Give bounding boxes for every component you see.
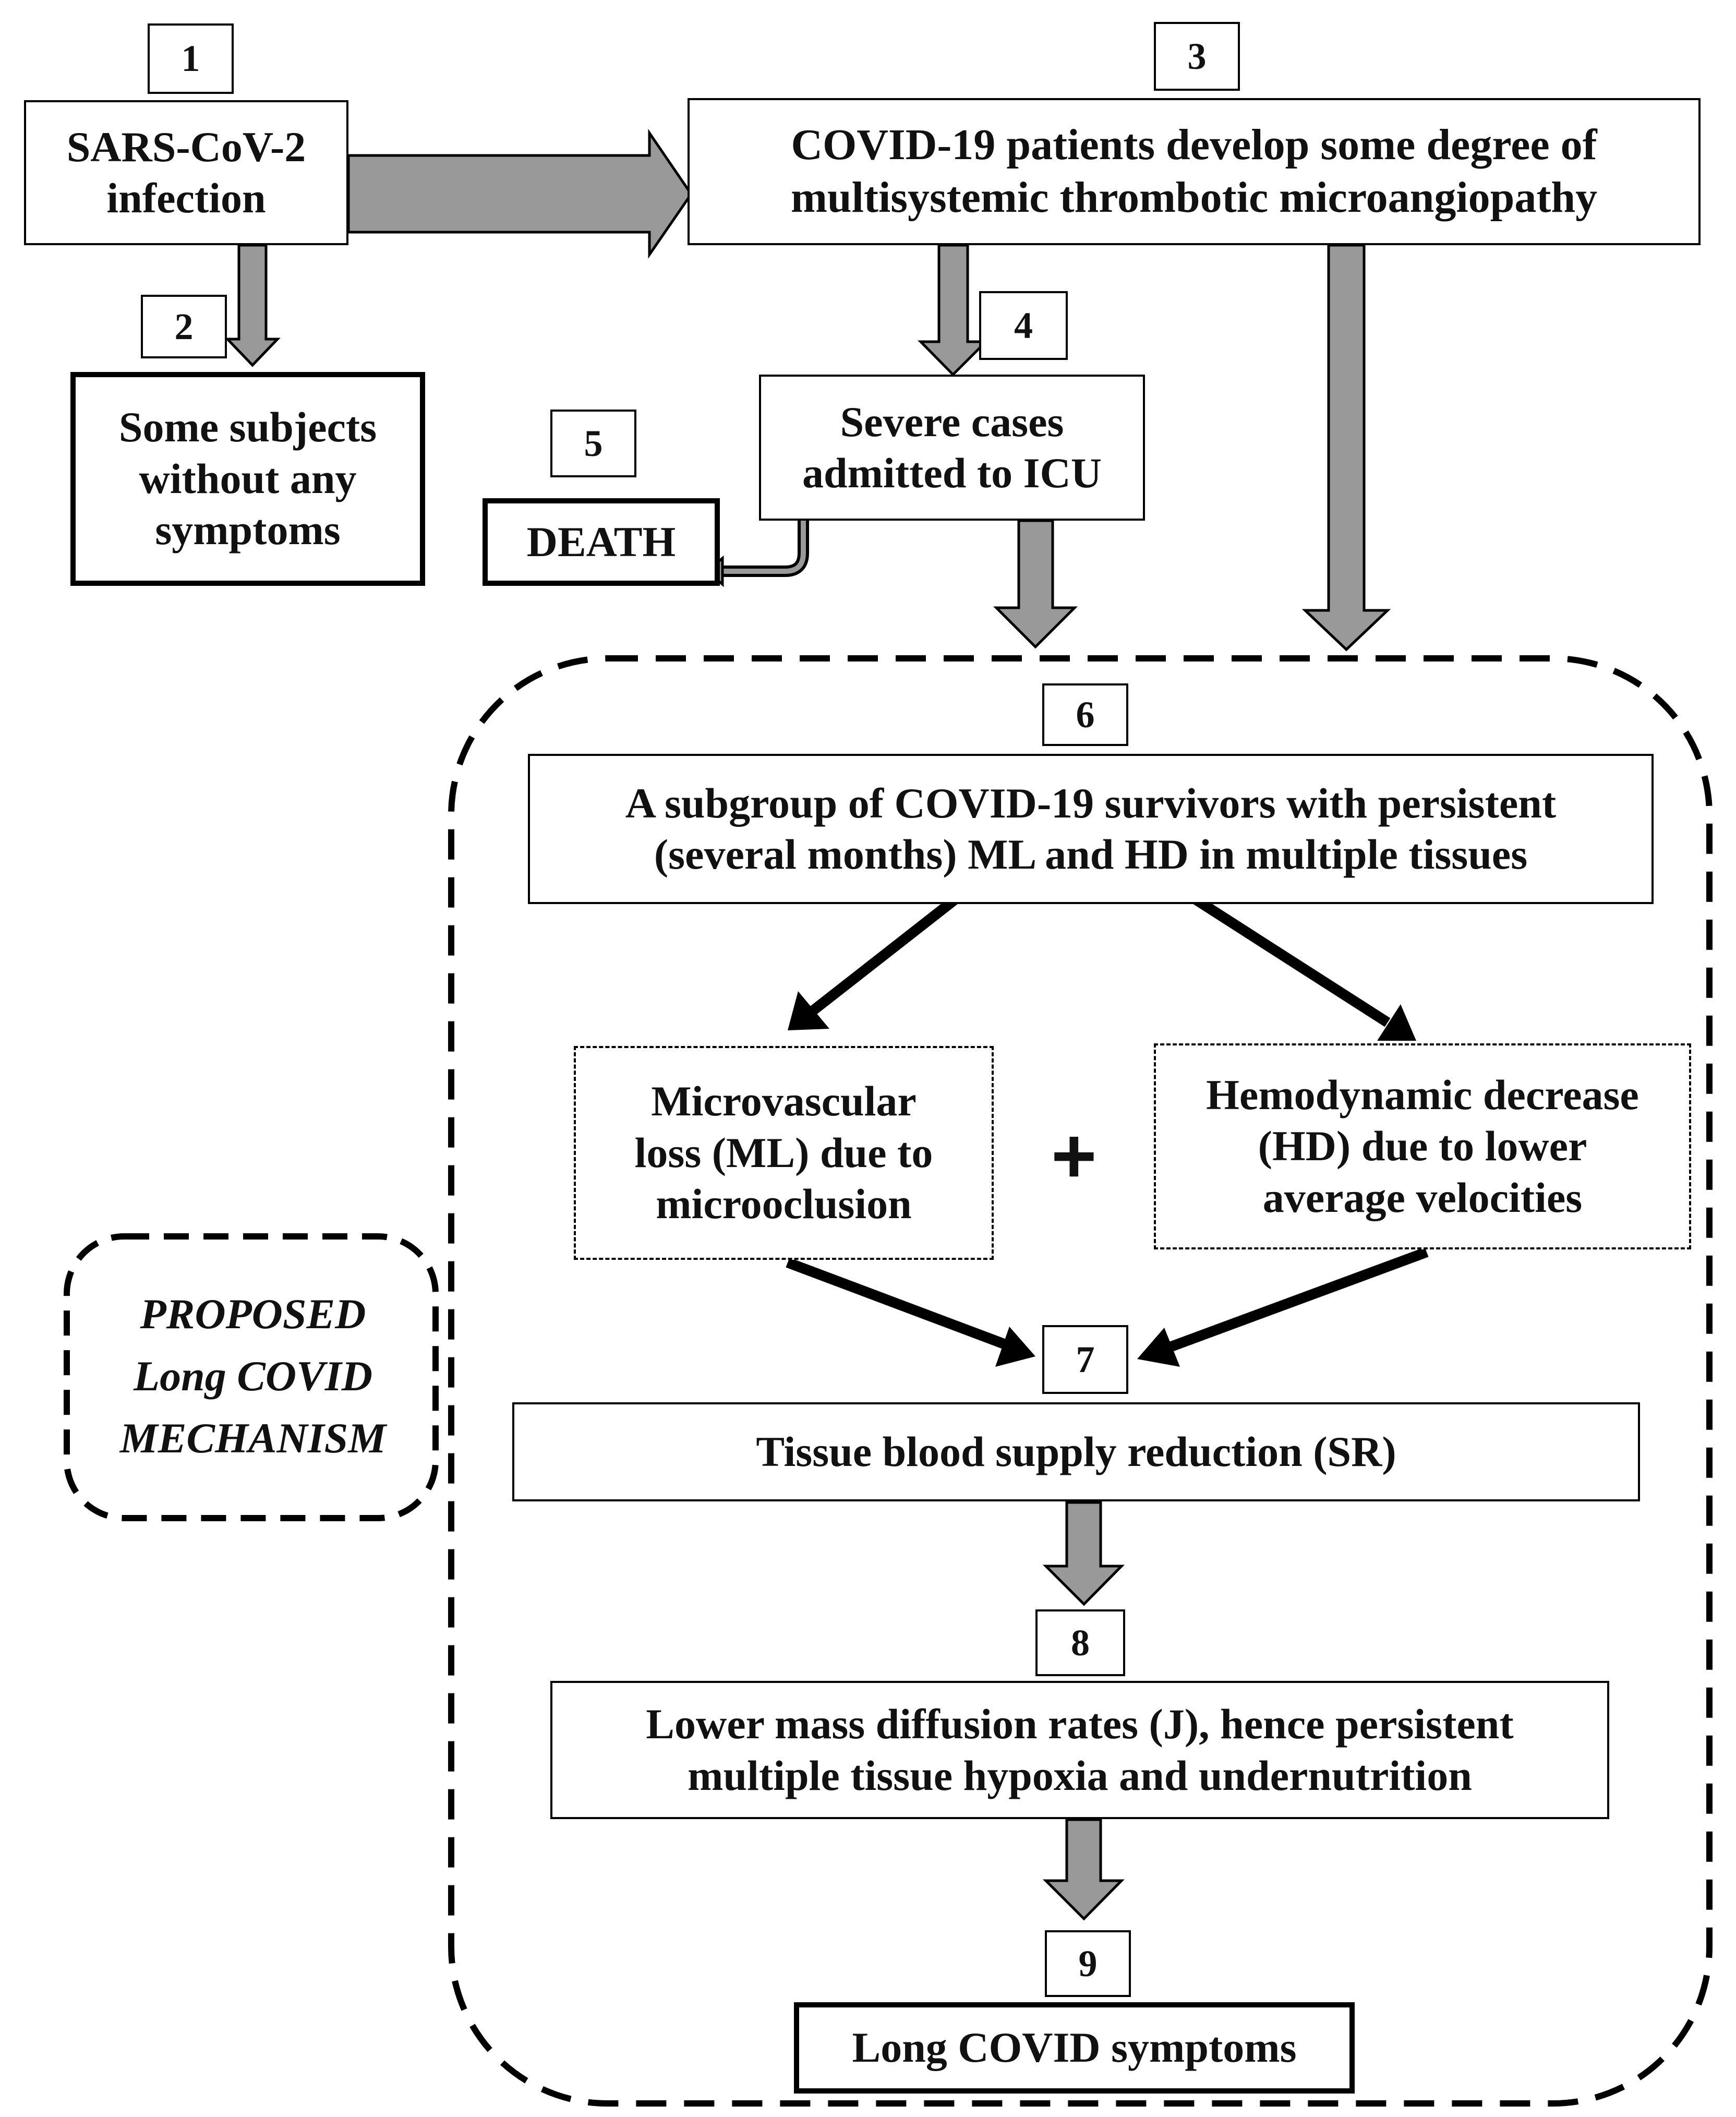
box-lower-mass-diffusion: Lower mass diffusion rates (J), hence pe… xyxy=(550,1681,1609,1819)
arrow-3-to-4 xyxy=(918,244,990,377)
box-hemodynamic-decrease: Hemodynamic decrease (HD) due to lower a… xyxy=(1154,1043,1691,1249)
box-tissue-blood-supply-reduction: Tissue blood supply reduction (SR) xyxy=(512,1402,1640,1501)
box-asymptomatic-subjects: Some subjects without any symptoms xyxy=(70,372,425,586)
box-thrombotic-microangiopathy: COVID-19 patients develop some degree of… xyxy=(688,98,1701,245)
arrow-8-to-9 xyxy=(1042,1818,1125,1921)
mechanism-label-frame xyxy=(64,1233,439,1521)
box-sars-cov-2-infection: SARS-CoV-2 infection xyxy=(24,100,348,245)
arrow-4-to-6 xyxy=(993,519,1078,649)
box-death: DEATH xyxy=(483,498,720,586)
arrow-1-to-3 xyxy=(347,128,693,259)
step-number-2: 2 xyxy=(141,295,227,358)
arrow-ml-to-7 xyxy=(786,1257,1035,1367)
arrow-1-to-2 xyxy=(224,244,281,367)
arrow-3-to-6 xyxy=(1301,244,1391,652)
arrow-7-to-8 xyxy=(1042,1501,1125,1606)
proposed-mechanism-label: PROPOSED Long COVID MECHANISM xyxy=(119,1290,387,1462)
arrow-hd-to-7 xyxy=(1137,1247,1429,1367)
step-number-5: 5 xyxy=(550,410,636,477)
mechanism-region xyxy=(448,655,1713,2107)
plus-sign: + xyxy=(1051,1112,1097,1199)
step-number-7: 7 xyxy=(1042,1325,1128,1394)
box-covid-survivors-subgroup: A subgroup of COVID-19 survivors with pe… xyxy=(528,754,1654,904)
step-number-3: 3 xyxy=(1154,22,1240,91)
step-number-1: 1 xyxy=(148,23,234,94)
step-number-4: 4 xyxy=(979,291,1068,360)
box-severe-cases-icu: Severe cases admitted to ICU xyxy=(759,375,1145,521)
box-microvascular-loss: Microvascular loss (ML) due to microoclu… xyxy=(574,1046,994,1260)
step-number-6: 6 xyxy=(1042,683,1128,746)
step-number-8: 8 xyxy=(1035,1609,1125,1676)
step-number-9: 9 xyxy=(1045,1930,1131,1997)
box-long-covid-symptoms: Long COVID symptoms xyxy=(794,2002,1355,2094)
arrow-4-to-5 xyxy=(722,521,809,577)
